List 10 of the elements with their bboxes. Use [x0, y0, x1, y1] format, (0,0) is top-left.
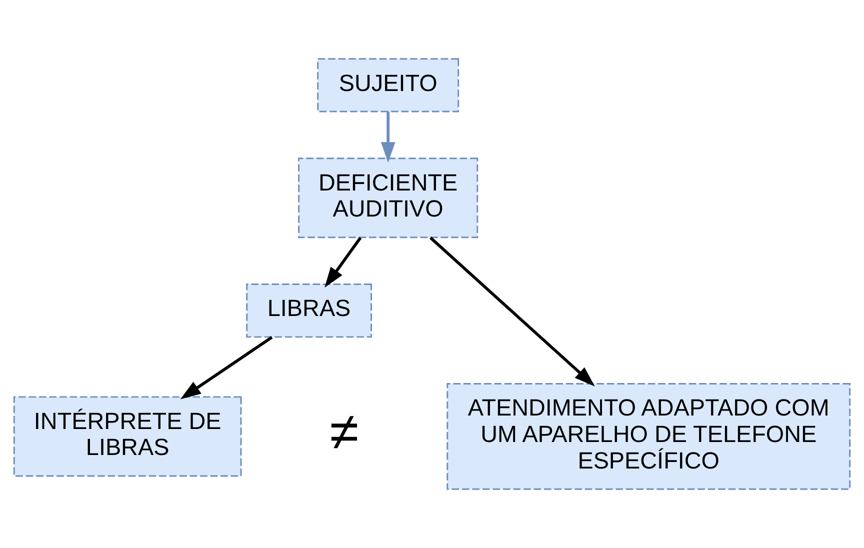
- node-box: ATENDIMENTO ADAPTADO COM UM APARELHO DE TELEFONE ESPECÍFICO: [446, 383, 851, 490]
- node-box: LIBRAS: [246, 284, 372, 338]
- arrow: [380, 112, 396, 163]
- arrow: [324, 236, 362, 288]
- label: ≠: [330, 402, 359, 462]
- node-box: DEFICIENTE AUDITIVO: [298, 158, 478, 238]
- arrow: [430, 236, 595, 386]
- node-box: SUJEITO: [317, 58, 460, 112]
- node-box: INTÉRPRETE DE LIBRAS: [13, 396, 242, 477]
- arrow: [180, 336, 273, 400]
